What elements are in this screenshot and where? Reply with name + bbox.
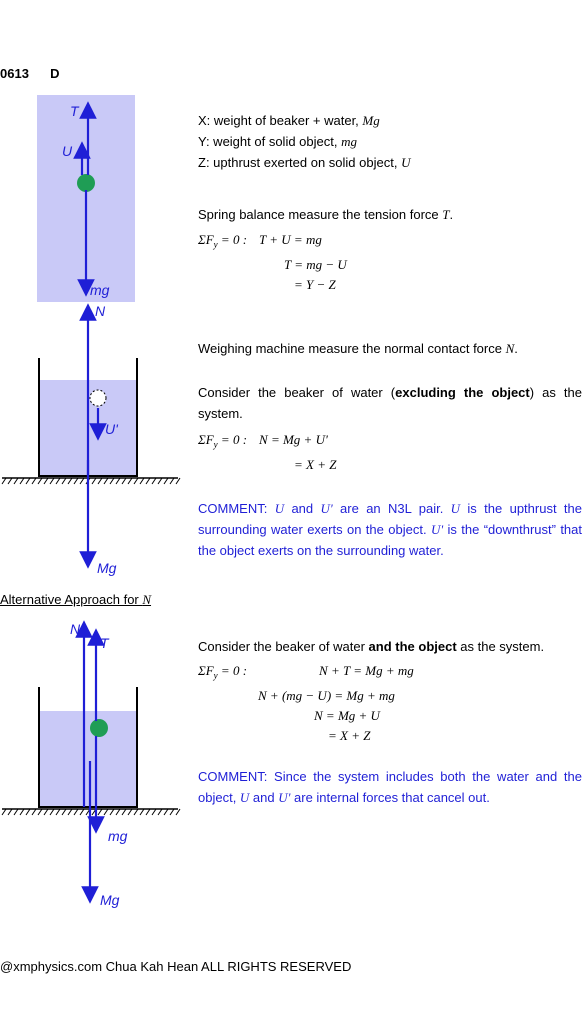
label-Mg: Mg — [100, 892, 120, 908]
hatch-line — [31, 808, 37, 816]
hatch-line — [169, 808, 175, 816]
question-number: 0613 — [0, 66, 29, 81]
label-U-prime: U' — [105, 421, 119, 437]
hatch-line — [145, 808, 151, 816]
label-N: N — [70, 621, 81, 637]
hatch-line — [169, 477, 175, 485]
hatch-line — [25, 808, 31, 816]
hatch-line — [127, 477, 133, 485]
hatch-line — [61, 808, 67, 816]
hatch-line — [13, 477, 19, 485]
hatch-line — [1, 477, 7, 485]
machine-equations: ΣFy = 0 :N = Mg + U' = X + Z — [198, 432, 337, 472]
hatch-line — [175, 477, 181, 485]
hatch-line — [37, 808, 43, 816]
alternative-heading: Alternative Approach for N — [0, 592, 152, 607]
hatch-line — [7, 808, 13, 816]
hatch-line — [37, 477, 43, 485]
hatch-line — [49, 477, 55, 485]
label-T: T — [70, 103, 80, 119]
hatch-line — [97, 808, 103, 816]
comment-n3l: COMMENT: U and U' are an N3L pair. U is … — [198, 501, 583, 558]
hatch-line — [133, 808, 139, 816]
definitions: X: weight of beaker + water, Mg Y: weigh… — [198, 113, 411, 170]
hatch-line — [163, 477, 169, 485]
hatch-line — [175, 808, 181, 816]
solid-object — [90, 719, 108, 737]
alternative-system-statement: Consider the beaker of water and the obj… — [198, 639, 545, 654]
hatch-line — [163, 808, 169, 816]
label-T: T — [100, 635, 110, 651]
label-U: U — [62, 143, 73, 159]
hatch-line — [127, 808, 133, 816]
label-mg: mg — [90, 282, 110, 298]
hatch-line — [55, 808, 61, 816]
object-outline — [89, 389, 107, 407]
spring-balance-section: Spring balance measure the tension force… — [198, 207, 454, 222]
solid-object — [77, 174, 95, 192]
hatch-line — [115, 477, 121, 485]
hatch-line — [145, 477, 151, 485]
hatch-line — [31, 477, 37, 485]
hatch-line — [7, 477, 13, 485]
alternative-equations: ΣFy = 0 :N + T = Mg + mg N + (mg − U) = … — [198, 663, 414, 743]
hatch-line — [109, 477, 115, 485]
hatch-line — [55, 477, 61, 485]
footer-copyright: @xmphysics.com Chua Kah Hean ALL RIGHTS … — [0, 959, 352, 974]
hatch-line — [73, 477, 79, 485]
hatch-line — [139, 808, 145, 816]
hatch-line — [151, 808, 157, 816]
beaker — [38, 687, 138, 808]
hatch-line — [121, 477, 127, 485]
hatch-line — [115, 808, 121, 816]
label-Mg: Mg — [97, 560, 117, 576]
hatch-line — [43, 477, 49, 485]
ground-hatching-2 — [1, 808, 181, 816]
hatch-line — [49, 808, 55, 816]
question-header: 0613 D — [0, 66, 60, 81]
diagram-hanging-object: T U mg N U' Mg — [1, 95, 181, 576]
hatch-line — [67, 808, 73, 816]
label-N: N — [95, 303, 106, 319]
hatch-line — [1, 808, 7, 816]
hatch-line — [19, 477, 25, 485]
hatch-line — [133, 477, 139, 485]
hatch-line — [25, 477, 31, 485]
hatch-line — [97, 477, 103, 485]
hatch-line — [43, 808, 49, 816]
weighing-machine-section: Weighing machine measure the normal cont… — [198, 341, 518, 356]
hatch-line — [91, 477, 97, 485]
hatch-line — [19, 808, 25, 816]
ground-hatching — [1, 477, 181, 485]
comment-internal-forces: COMMENT: Since the system includes both … — [198, 769, 582, 805]
hatch-line — [73, 808, 79, 816]
diagram-system: N T mg Mg — [1, 620, 181, 908]
hatch-line — [79, 477, 85, 485]
hatch-line — [61, 477, 67, 485]
hatch-line — [109, 808, 115, 816]
spring-equations: ΣFy = 0 :T + U = mg T = mg − U = Y − Z — [198, 232, 347, 292]
hatch-line — [151, 477, 157, 485]
hatch-line — [157, 808, 163, 816]
hatch-line — [157, 477, 163, 485]
question-answer: D — [50, 66, 60, 81]
hatch-line — [67, 477, 73, 485]
hatch-line — [139, 477, 145, 485]
hatch-line — [121, 808, 127, 816]
label-mg: mg — [108, 828, 128, 844]
system-statement: Consider the beaker of water (excluding … — [198, 385, 582, 421]
hatch-line — [13, 808, 19, 816]
hatch-line — [103, 808, 109, 816]
hatch-line — [79, 808, 85, 816]
water — [40, 711, 136, 807]
hatch-line — [103, 477, 109, 485]
